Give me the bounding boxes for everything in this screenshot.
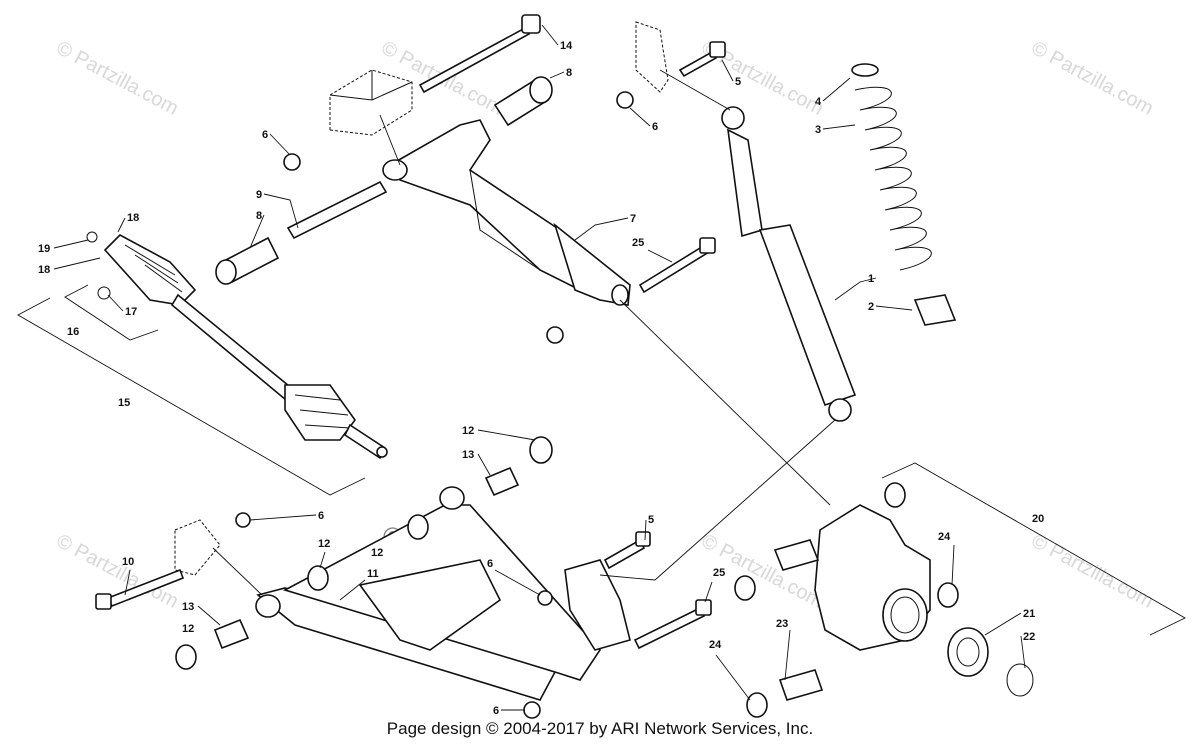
callout-label: 5: [648, 514, 654, 526]
callout-label: 10: [122, 556, 134, 568]
page-footer: Page design © 2004-2017 by ARI Network S…: [386, 719, 814, 738]
callout-label: 22: [1023, 631, 1035, 643]
callout-labels: 1 2 3 4 5 5 6 6 6 6 6 7 8 8 9 10 11 12: [38, 24, 1044, 717]
callout-label: 13: [462, 449, 474, 461]
watermark: © Partzilla.com: [1028, 530, 1157, 613]
callout-label: 23: [776, 618, 788, 630]
knuckle-group: [734, 482, 1034, 718]
callout-label: 6: [652, 121, 658, 133]
callout-label: 17: [125, 306, 137, 318]
callout-label: 18: [38, 264, 50, 276]
callout-label: 2: [868, 301, 874, 313]
callout-label: 12: [182, 623, 194, 635]
connector-lines: [17, 69, 1186, 636]
callout-label: 12: [371, 547, 383, 559]
callout-label: 25: [713, 567, 725, 579]
callout-label: 12: [318, 538, 330, 550]
callout-label: 19: [38, 243, 50, 255]
callout-label: 7: [630, 213, 636, 225]
callout-label: 25: [632, 237, 644, 249]
callout-label: 5: [735, 76, 741, 88]
callout-label: 6: [487, 558, 493, 570]
callout-label: 13: [182, 601, 194, 613]
watermark: © Partzilla.com: [1028, 37, 1157, 120]
drive-axle-group: [86, 231, 388, 460]
shock-group: [616, 21, 957, 422]
lower-a-arm-group: [95, 436, 712, 719]
callout-label: 6: [493, 705, 499, 717]
callout-label: 20: [1032, 513, 1044, 525]
callout-label: 4: [815, 96, 822, 108]
callout-label: 9: [256, 189, 262, 201]
callout-label: 8: [566, 67, 572, 79]
callout-label: 24: [709, 639, 722, 651]
callout-label: 15: [118, 397, 130, 409]
callout-label: 16: [67, 326, 79, 338]
callout-label: 18: [127, 212, 139, 224]
callout-label: 14: [560, 40, 573, 52]
callout-label: 11: [367, 568, 379, 580]
callout-label: 6: [318, 510, 324, 522]
callout-label: 12: [462, 425, 474, 437]
callout-label: 24: [938, 531, 951, 543]
callout-label: 6: [262, 129, 268, 141]
callout-label: 3: [815, 124, 821, 136]
watermark: © Partzilla.com: [53, 37, 182, 120]
callout-label: 21: [1023, 608, 1035, 620]
upper-a-arm-group: [215, 14, 716, 344]
coil-spring: [854, 86, 932, 271]
callout-label: 8: [256, 210, 262, 222]
